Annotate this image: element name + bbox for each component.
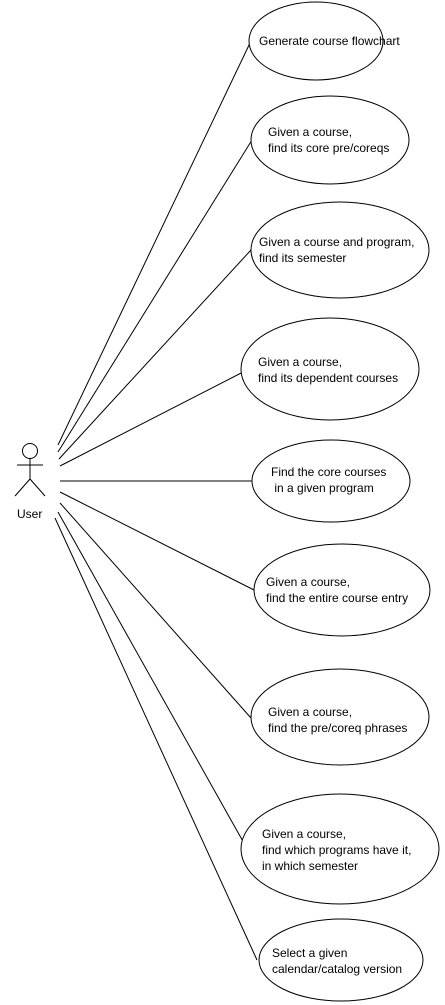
use-case-text-line: Given a course, bbox=[268, 705, 352, 719]
use-case-uc2: Given a course, find its core pre/coreqs bbox=[250, 95, 410, 185]
use-case-ellipse bbox=[250, 95, 410, 185]
actor-user bbox=[14, 443, 46, 497]
actor-left-leg bbox=[14, 478, 31, 497]
use-case-ellipse bbox=[253, 543, 431, 637]
use-case-ellipse bbox=[240, 793, 440, 905]
association-uc7 bbox=[59, 502, 252, 719]
association-uc8 bbox=[57, 511, 246, 846]
use-case-uc8: Given a course, find which programs have… bbox=[240, 793, 440, 905]
use-case-ellipse bbox=[248, 1, 384, 81]
use-case-uc1: Generate course flowchart bbox=[248, 1, 400, 81]
use-case-text-line: find the pre/coreq phrases bbox=[268, 721, 407, 735]
use-case-ellipse bbox=[258, 918, 424, 1002]
svg-text:Find the core courses: Find the core courses in a given program bbox=[271, 465, 416, 495]
use-case-text-line: find its core pre/coreqs bbox=[268, 141, 389, 155]
use-case-text-line: find its dependent courses bbox=[258, 371, 398, 385]
use-case-uc9: Select a given calendar/catalog version bbox=[258, 918, 424, 1002]
svg-text:Generate course flowchart: Generate course flowchart bbox=[259, 34, 400, 48]
svg-text:Select a given calenda: Select a given calendar/catalog version bbox=[272, 946, 402, 976]
use-case-uc6: Given a course, find the entire course e… bbox=[253, 543, 431, 637]
use-case-uc4: Given a course, find its dependent cours… bbox=[240, 317, 420, 421]
use-case-text-line: Given a course and program, bbox=[259, 235, 414, 249]
use-case-text-line: Select a given bbox=[272, 946, 347, 960]
svg-text:Given a course and program,: Given a course and program, find its sem… bbox=[259, 235, 418, 265]
use-case-ellipse bbox=[250, 201, 430, 299]
svg-text:Given a course, find i: Given a course, find its core pre/coreqs bbox=[268, 125, 389, 155]
use-case-ellipse bbox=[250, 668, 430, 766]
actor-head bbox=[22, 443, 38, 459]
svg-text:Given a course, find t: Given a course, find the entire course e… bbox=[266, 575, 408, 605]
association-uc2 bbox=[57, 139, 253, 453]
use-case-text-line: calendar/catalog version bbox=[272, 962, 402, 976]
associations bbox=[54, 42, 258, 961]
actor-label: User bbox=[17, 507, 42, 521]
svg-text:Given a course, find t: Given a course, find the pre/coreq phras… bbox=[268, 705, 407, 735]
association-uc1 bbox=[57, 42, 251, 446]
use-case-text-line: Given a course, bbox=[268, 125, 352, 139]
use-case-text-line: find the entire course entry bbox=[266, 591, 408, 605]
use-case-text-line: Given a course, bbox=[266, 575, 350, 589]
svg-text:Given a course, find i: Given a course, find its dependent cours… bbox=[258, 355, 398, 385]
use-case-uc3: Given a course and program, find its sem… bbox=[250, 201, 430, 299]
use-case-uc5: Find the core courses in a given program bbox=[251, 439, 416, 523]
association-uc9 bbox=[54, 517, 258, 961]
association-uc3 bbox=[58, 249, 252, 460]
use-case-text-line: in which semester bbox=[262, 859, 358, 873]
association-uc6 bbox=[59, 491, 255, 591]
use-cases: Generate course flowchart Given a course… bbox=[240, 1, 440, 1002]
use-case-text-line: Find the core courses bbox=[271, 465, 386, 479]
use-case-ellipse bbox=[251, 439, 411, 523]
use-case-text-line: Given a course, bbox=[258, 355, 342, 369]
use-case-text-line: Generate course flowchart bbox=[259, 34, 400, 48]
association-uc4 bbox=[59, 369, 248, 467]
use-case-ellipse bbox=[240, 317, 420, 421]
use-case-text-line: find which programs have it, bbox=[262, 843, 411, 857]
use-case-text-line: Given a course, bbox=[262, 827, 346, 841]
use-case-text-line: find its semester bbox=[259, 251, 346, 265]
svg-text:Given a course, find w: Given a course, find which programs have… bbox=[262, 827, 415, 873]
use-case-uc7: Given a course, find the pre/coreq phras… bbox=[250, 668, 430, 766]
actor-right-leg bbox=[29, 478, 46, 497]
use-case-text-line: in a given program bbox=[271, 481, 374, 495]
